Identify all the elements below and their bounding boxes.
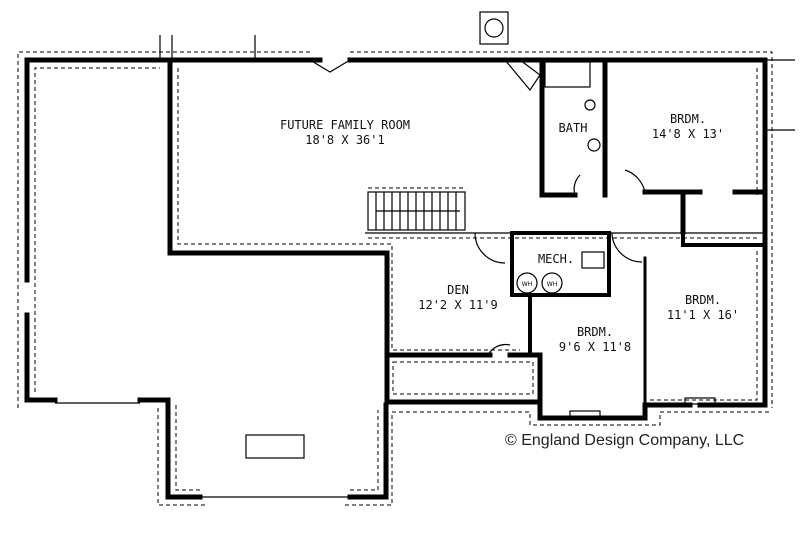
room-name: BRDM. [669, 112, 707, 126]
room-name: BRDM. [684, 293, 722, 307]
room-size: 11'1 X 16' [666, 308, 740, 322]
garage-floor-drain [245, 434, 305, 459]
room-size: 18'8 X 36'1 [305, 133, 385, 147]
room-label-bedroom-small: BRDM.9'6 X 11'8 [559, 325, 631, 355]
water-heater-icon [516, 272, 538, 294]
chimney [479, 11, 509, 45]
water-heater-label: WH [547, 281, 557, 288]
room-name: FUTURE FAMILY ROOM [279, 118, 411, 132]
room-label-mech: MECH. [538, 252, 574, 267]
tub [544, 61, 591, 88]
room-size: 14'8 X 13' [651, 127, 725, 141]
room-label-bath: BATH [559, 121, 588, 136]
room-name: BATH [558, 121, 588, 135]
room-size: 9'6 X 11'8 [558, 340, 632, 354]
thin-lines [55, 11, 795, 498]
room-name: BRDM. [576, 325, 614, 339]
room-size: 12'2 X 11'9 [418, 298, 498, 312]
copyright-text: © England Design Company, LLC [505, 432, 745, 449]
room-label-bedroom-right: BRDM.11'1 X 16' [667, 293, 739, 323]
room-name: DEN [447, 283, 469, 297]
water-heater-icon [541, 272, 563, 294]
room-label-bedroom-upper: BRDM.14'8 X 13' [652, 112, 724, 142]
water-heaters [516, 272, 563, 294]
water-heater-label: WH [522, 281, 532, 288]
room-name: MECH. [537, 252, 575, 266]
dashed-outline [17, 51, 773, 506]
